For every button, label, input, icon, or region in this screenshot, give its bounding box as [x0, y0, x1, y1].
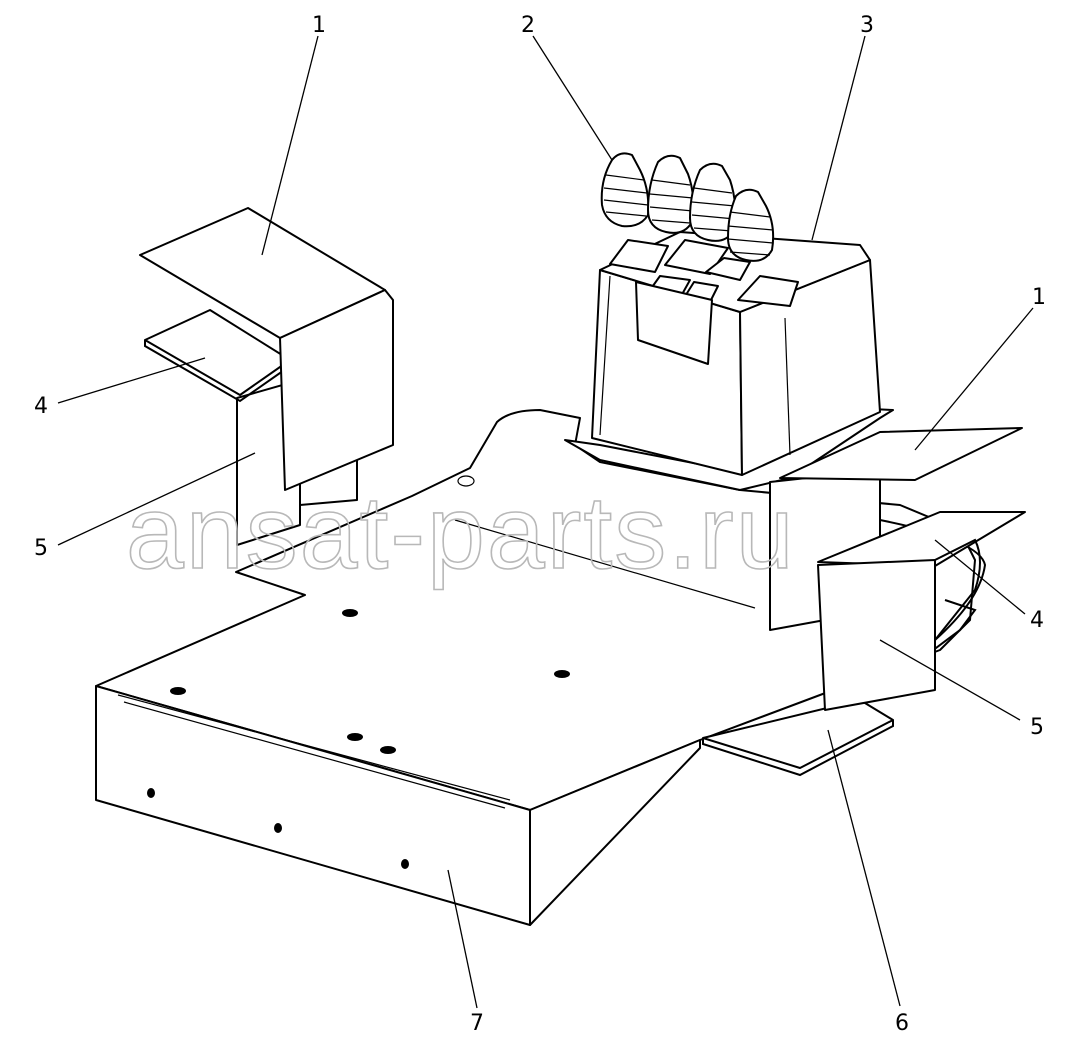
leader-lines — [57, 35, 1034, 1009]
callout-5-left: 5 — [34, 536, 48, 561]
callout-1-right: 1 — [1032, 285, 1046, 310]
callout-7: 7 — [470, 1011, 484, 1036]
control-boots — [600, 152, 775, 262]
callout-4-left: 4 — [34, 394, 48, 419]
callout-5-right: 5 — [1030, 715, 1044, 740]
callout-6: 6 — [895, 1011, 909, 1036]
left-bracket — [139, 207, 394, 546]
callout-3: 3 — [860, 13, 874, 38]
callout-4-right: 4 — [1030, 608, 1044, 633]
callout-1-left: 1 — [312, 13, 326, 38]
watermark-text: ansat-parts.ru — [126, 475, 796, 591]
right-bracket — [769, 427, 1026, 711]
callout-2: 2 — [521, 13, 535, 38]
center-console — [564, 231, 894, 491]
callout-labels: 1 2 3 1 4 5 4 5 7 6 — [34, 13, 1046, 1036]
plate-6 — [702, 699, 894, 777]
